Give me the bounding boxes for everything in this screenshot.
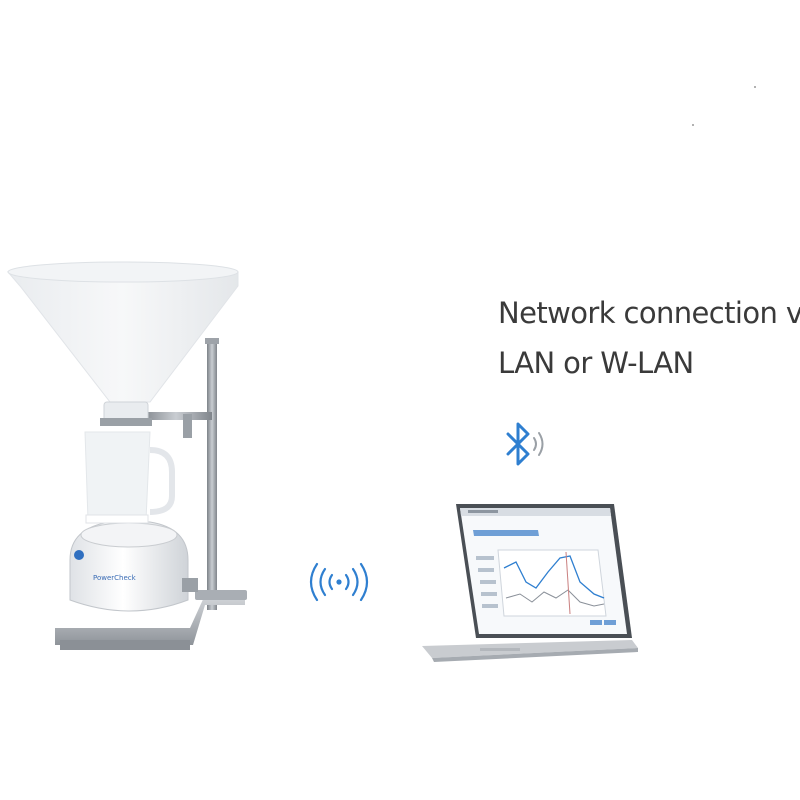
network-caption: Network connection via LAN or W-LAN [498, 288, 800, 388]
wireless-signal-icon [309, 562, 369, 602]
sieve-instrument-illustration: PowerCheck [6, 261, 247, 650]
caption-line-1: Network connection via [498, 296, 800, 330]
device-logo: PowerCheck [93, 574, 137, 582]
laptop-illustration [422, 504, 638, 662]
speck [692, 124, 694, 126]
speck [754, 86, 756, 88]
caption-line-2: LAN or W-LAN [498, 346, 694, 380]
bluetooth-icon [506, 422, 544, 466]
